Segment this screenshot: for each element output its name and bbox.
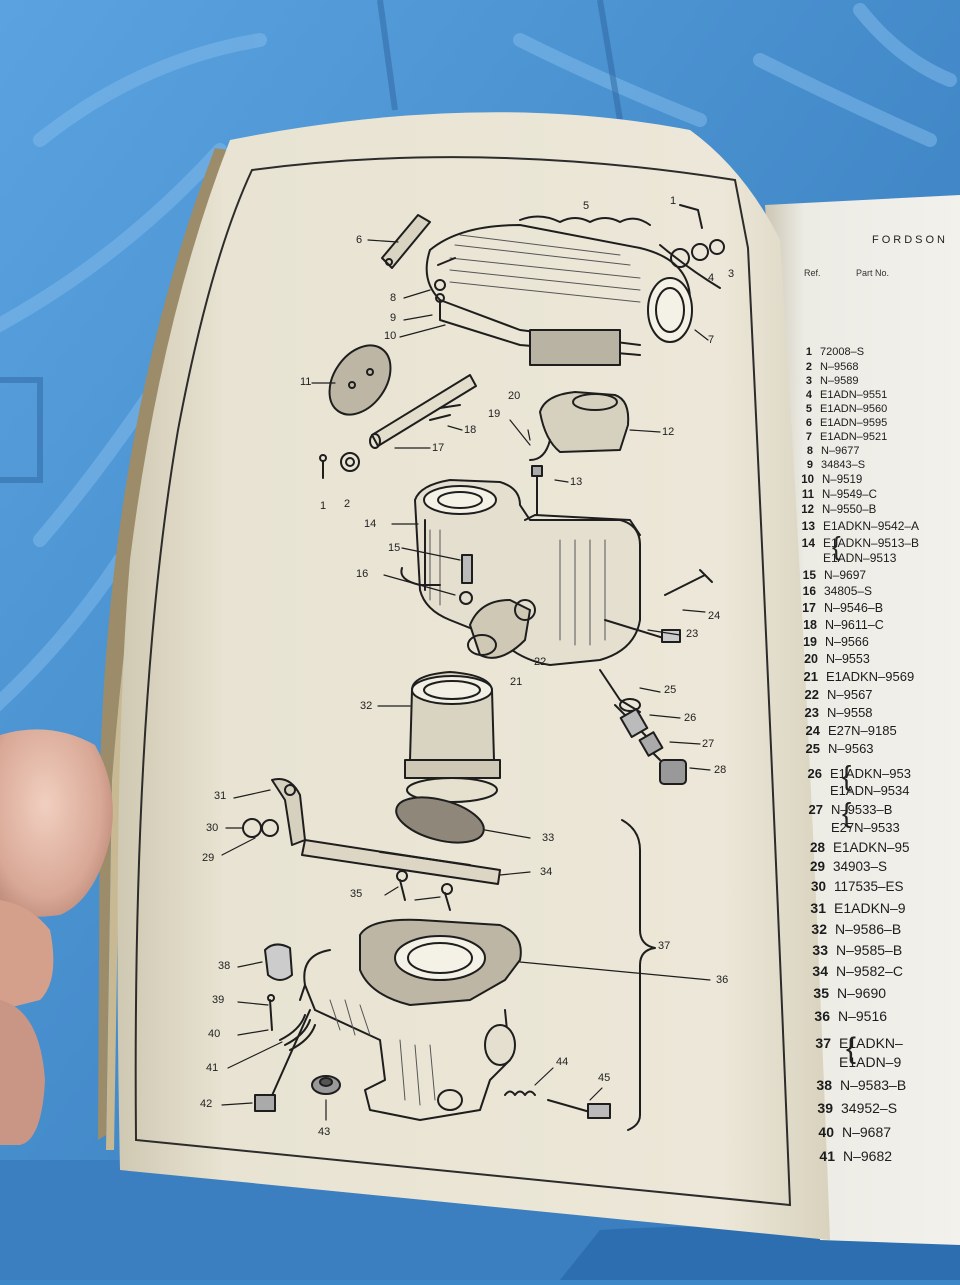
brace-37: { [846,1032,857,1065]
callout-5: 5 [583,200,590,212]
brace-27: { [842,797,852,828]
callout-26: 26 [684,712,697,724]
callout-23: 23 [686,628,699,640]
callout-22: 22 [534,656,547,668]
callout-32: 32 [360,700,373,712]
callout-30: 30 [206,822,219,834]
callout-10: 10 [384,330,397,342]
callout-21: 21 [510,676,523,688]
callout-9: 9 [390,312,397,324]
callout-28: 28 [714,764,727,776]
callout-18: 18 [464,424,477,436]
callout-29: 29 [202,852,215,864]
callout-6: 6 [356,234,363,246]
callout-27: 27 [702,738,715,750]
callout-33: 33 [542,832,555,844]
callout-4: 4 [708,272,715,284]
callout-25: 25 [664,684,677,696]
callout-8: 8 [390,292,397,304]
callout-42: 42 [200,1098,213,1110]
callout-37: 37 [658,940,671,952]
callout-17: 17 [432,442,445,454]
callout-20: 20 [508,390,521,402]
callout-24: 24 [708,610,721,622]
callout-16: 16 [356,568,369,580]
callout-45: 45 [598,1072,611,1084]
callout-31: 31 [214,790,227,802]
callout-38: 38 [218,960,231,972]
parts-table-header: Ref. Part No. [790,262,960,286]
callout-35: 35 [350,888,363,900]
column-part-label: Part No. [856,268,890,278]
callout-34: 34 [540,866,553,878]
brace-26: { [842,760,852,791]
callout-40: 40 [208,1028,221,1040]
callout-2: 2 [344,498,351,510]
brace-14: { [832,531,841,561]
exploded-diagram [221,204,725,1131]
callout-11: 11 [300,376,312,388]
callout-15: 15 [388,542,401,554]
callout-19: 19 [488,408,501,420]
callout-39: 39 [212,994,225,1006]
callout-43: 43 [318,1126,331,1138]
callout-14: 14 [364,518,377,530]
column-ref-label: Ref. [804,268,821,278]
page-brand-title: FORDSON [872,234,948,246]
callout-1: 1 [670,195,677,207]
callout-36: 36 [716,974,729,986]
callout-13: 13 [570,476,583,488]
callout-12: 12 [662,426,675,438]
callout-1b: 1 [320,500,327,512]
callout-44: 44 [556,1056,569,1068]
callout-3: 3 [728,268,735,280]
callout-41: 41 [206,1062,219,1074]
callout-7: 7 [708,334,715,346]
